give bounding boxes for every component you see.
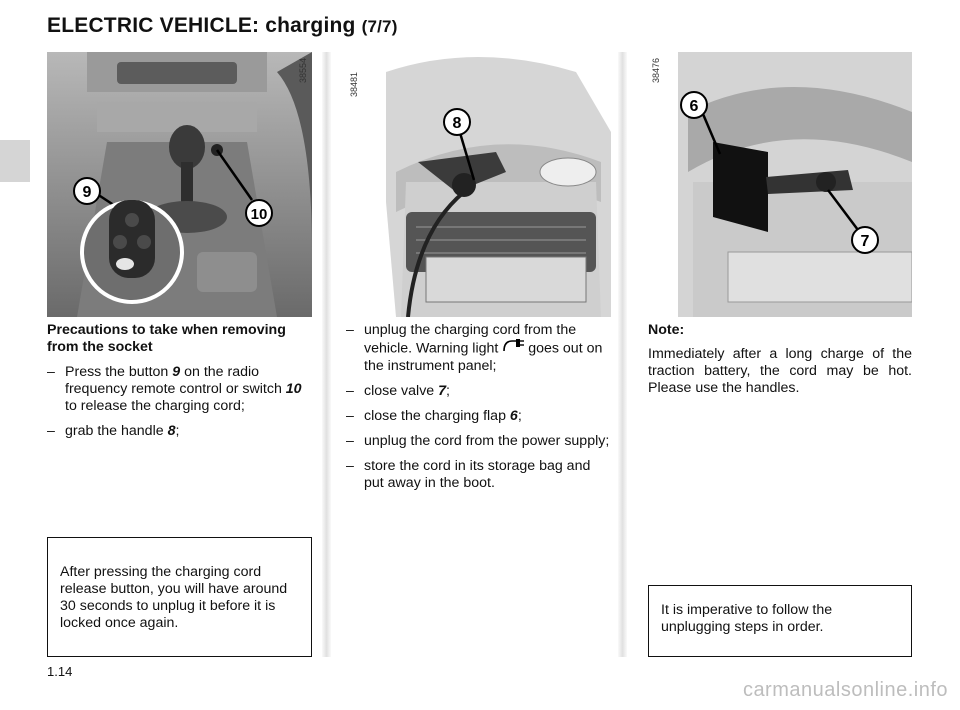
image-code-1: 38554 — [298, 58, 308, 84]
title-suffix: (7/7) — [361, 17, 398, 36]
precautions-heading: Precautions to take when removing from t… — [47, 322, 286, 355]
callout-6: 6 — [679, 90, 709, 125]
callout-9: 9 — [72, 176, 102, 211]
image-code-3: 38476 — [651, 58, 661, 84]
page-number: 1.14 — [47, 664, 73, 679]
section-tab — [0, 140, 30, 182]
image-code-2: 38481 — [349, 72, 359, 98]
svg-text:9: 9 — [83, 184, 92, 201]
title-main: ELECTRIC VEHICLE: charging — [47, 14, 356, 37]
list-item: – unplug the charging cord from the vehi… — [346, 322, 603, 374]
list-item: – store the cord in its storage bag and … — [346, 458, 591, 491]
column-3-text: Note: Immediately after a long charge of… — [648, 322, 912, 397]
list-item: – close valve 7; — [346, 383, 450, 399]
callout-8: 8 — [442, 107, 472, 142]
info-box-unplug-order: It is imperative to follow the unpluggin… — [648, 585, 912, 657]
column-divider-1 — [322, 52, 331, 657]
list-item: – close the charging flap 6; — [346, 408, 522, 424]
callout-7: 7 — [850, 225, 880, 260]
svg-text:10: 10 — [251, 206, 268, 223]
column-1-text: Precautions to take when removing from t… — [47, 322, 312, 440]
photo-charging-cord — [346, 52, 611, 317]
column-divider-2 — [618, 52, 627, 657]
svg-text:8: 8 — [453, 115, 462, 132]
watermark: carmanualsonline.info — [742, 679, 948, 701]
note-heading: Note: — [648, 322, 685, 338]
photo-interior-switch — [47, 52, 312, 317]
callout-10: 10 — [244, 198, 274, 233]
list-item: – grab the handle 8; — [47, 423, 180, 439]
list-item: – Press the button 9 on the radio freque… — [47, 364, 302, 414]
list-item: – unplug the cord from the power supply; — [346, 433, 610, 449]
svg-text:6: 6 — [690, 98, 699, 115]
charging-plug-icon — [502, 339, 525, 358]
column-2-text: – unplug the charging cord from the vehi… — [346, 314, 612, 492]
svg-text:7: 7 — [861, 233, 870, 250]
page-title: ELECTRIC VEHICLE: charging (7/7) — [47, 14, 398, 38]
note-text: Immediately after a long charge of the t… — [648, 346, 912, 396]
info-box-release-timer: After pressing the charging cord release… — [47, 537, 312, 657]
